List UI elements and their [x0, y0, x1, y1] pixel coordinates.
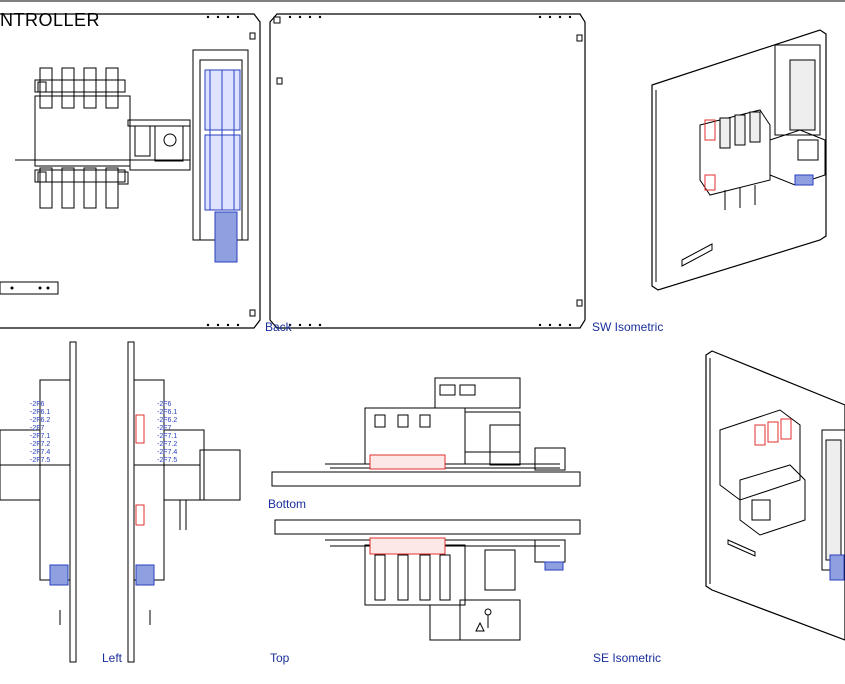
terminal-tag: -2F7.2	[157, 441, 177, 448]
terminal-tag: -2F6	[30, 401, 45, 408]
terminal-tag: -2F6.2	[157, 417, 177, 424]
sw-isometric-view	[651, 29, 827, 291]
terminal-tag: -2F7	[157, 425, 172, 432]
view-label-left: Left	[102, 651, 123, 665]
terminal-tag: -2F7.4	[30, 449, 50, 456]
view-label-se-isometric: SE Isometric	[593, 651, 662, 665]
terminal-tag: -2F7.1	[157, 433, 177, 440]
view-label-sw-isometric: SW Isometric	[592, 320, 664, 334]
front-view	[0, 13, 261, 329]
view-label-bottom: Bottom	[268, 497, 307, 511]
back-view	[269, 13, 586, 329]
terminal-tags-left: -2F6 -2F6.1 -2F6.2 -2F7 -2F7.1 -2F7.2 -2…	[30, 401, 177, 464]
top-view	[274, 519, 581, 641]
view-label-top: Top	[270, 651, 290, 665]
view-label-back: Back	[265, 320, 292, 334]
terminal-tag: -2F6	[157, 401, 172, 408]
left-view	[0, 341, 241, 663]
bottom-view	[271, 377, 581, 487]
terminal-tag: -2F6.2	[30, 417, 50, 424]
terminal-tag: -2F7	[30, 425, 45, 432]
terminal-tag: -2F6.1	[30, 409, 50, 416]
switch-disconnector	[15, 67, 191, 209]
terminal-rail	[192, 49, 249, 263]
terminal-tag: -2F7.5	[157, 457, 177, 464]
terminal-tag: -2F6.1	[157, 409, 177, 416]
terminal-tag: -2F7.2	[30, 441, 50, 448]
se-isometric-view	[705, 350, 845, 641]
sheet-title: NTROLLER	[0, 10, 101, 30]
terminal-tag: -2F7.5	[30, 457, 50, 464]
terminal-tag: -2F7.1	[30, 433, 50, 440]
terminal-tag: -2F7.4	[157, 449, 177, 456]
